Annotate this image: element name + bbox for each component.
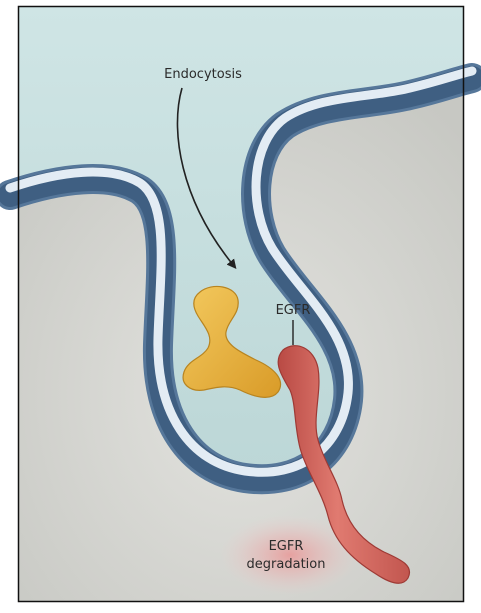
- endocytosis-label: Endocytosis: [164, 67, 242, 82]
- degradation-label-line2: degradation: [247, 557, 326, 572]
- egfr-label: EGFR: [276, 303, 311, 318]
- degradation-label-line1: EGFR: [269, 539, 304, 554]
